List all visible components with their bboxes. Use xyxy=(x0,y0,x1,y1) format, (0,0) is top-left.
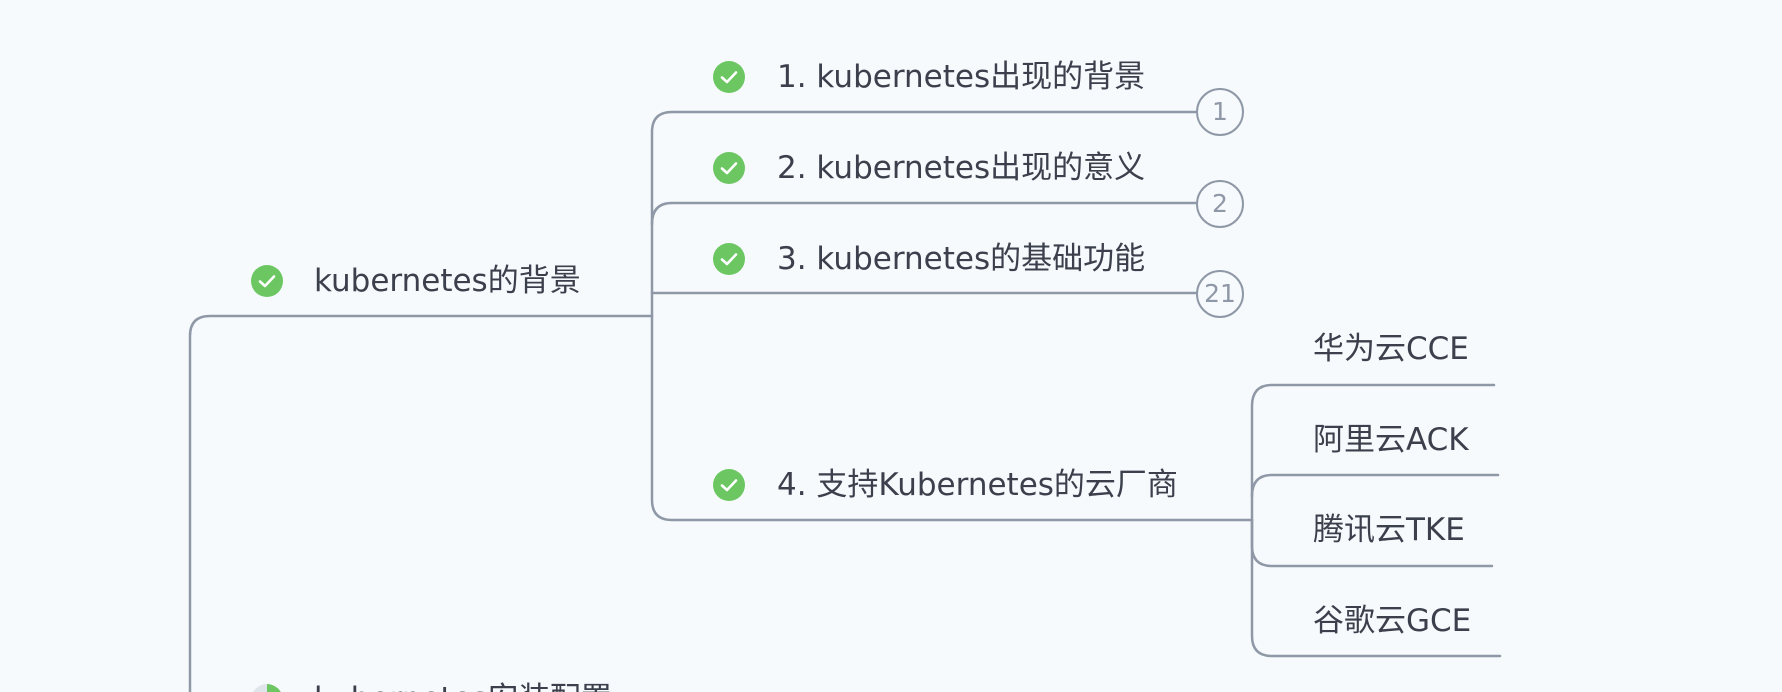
node-vendor-huawei[interactable]: 华为云CCE xyxy=(1313,331,1469,367)
partial-progress-icon[interactable] xyxy=(251,684,283,692)
connector-bg-spine xyxy=(650,110,1220,318)
checkmark-icon[interactable] xyxy=(713,61,745,93)
checkmark-icon[interactable] xyxy=(713,243,745,275)
connector-bg-c2 xyxy=(650,201,1220,226)
connector-c4-v1 xyxy=(1250,383,1496,522)
node-child-2[interactable]: 2. kubernetes出现的意义 xyxy=(777,150,1146,186)
checkmark-icon[interactable] xyxy=(713,469,745,501)
notes-count-badge[interactable]: 21 xyxy=(1196,270,1244,318)
node-vendor-google[interactable]: 谷歌云GCE xyxy=(1313,603,1472,639)
connector-c4-v2 xyxy=(1250,473,1500,498)
notes-count-badge[interactable]: 2 xyxy=(1196,180,1244,228)
node-vendor-aliyun[interactable]: 阿里云ACK xyxy=(1313,422,1469,458)
checkmark-icon[interactable] xyxy=(713,152,745,184)
notes-count-badge[interactable]: 1 xyxy=(1196,88,1244,136)
node-vendor-tencent[interactable]: 腾讯云TKE xyxy=(1313,512,1465,548)
connector-c4-v4 xyxy=(1250,518,1502,658)
progress-pie xyxy=(253,684,281,692)
node-kubernetes-background[interactable]: kubernetes的背景 xyxy=(314,263,581,299)
node-child-3[interactable]: 3. kubernetes的基础功能 xyxy=(777,241,1146,277)
node-kubernetes-install[interactable]: kubernetes安装配置 xyxy=(314,680,612,692)
connector-root-bg xyxy=(188,314,654,692)
checkmark-icon[interactable] xyxy=(251,265,283,297)
connector-bg-c4 xyxy=(650,314,1254,522)
node-child-1[interactable]: 1. kubernetes出现的背景 xyxy=(777,59,1146,95)
node-child-4[interactable]: 4. 支持Kubernetes的云厂商 xyxy=(777,467,1178,503)
